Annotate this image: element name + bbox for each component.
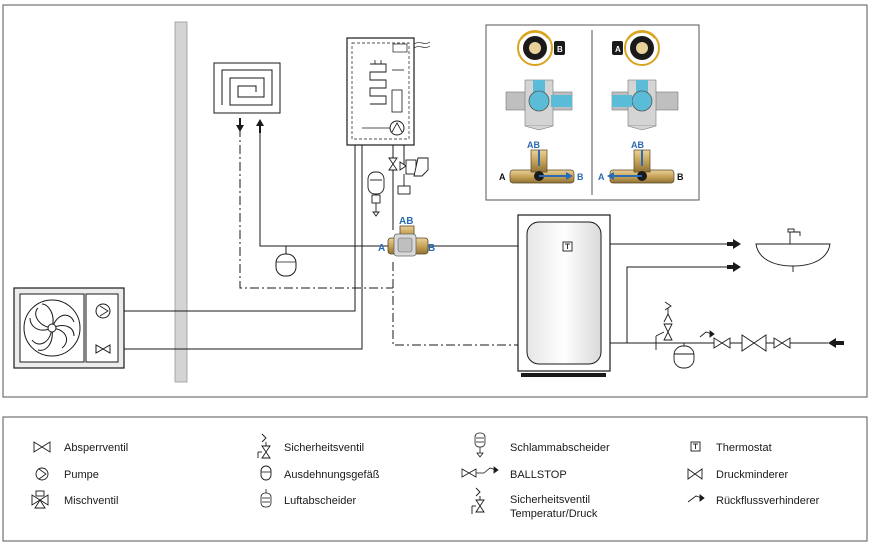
legend-rueckfluss: Rückflussverhinderer — [687, 494, 820, 507]
main-mixing-valve[interactable] — [387, 225, 429, 257]
pipes — [112, 128, 828, 350]
legend-label-luftabscheider: Luftabscheider — [284, 495, 356, 507]
legend-label-ausdehnungsgefaess: Ausdehnungsgefäß — [284, 469, 380, 481]
pipe-return-to-tank — [392, 262, 527, 346]
legend-label-sicherheitsventil: Sicherheitsventil — [284, 442, 364, 454]
legend-label-pumpe: Pumpe — [64, 469, 99, 481]
outlet-arrows — [727, 239, 844, 348]
return-pipes — [239, 128, 527, 346]
sink-icon — [755, 228, 831, 272]
knob-left-label: B — [557, 45, 563, 54]
check-valve-legend-icon — [687, 494, 705, 503]
knob-right[interactable]: A — [612, 30, 660, 66]
legend-label-rueckfluss: Rückflussverhinderer — [716, 495, 820, 507]
legend-absperrventil: Absperrventil — [33, 441, 128, 454]
legend-label-ballstop: BALLSTOP — [510, 469, 567, 481]
dirt-separator-legend-icon — [474, 432, 486, 458]
legend-thermostat: Thermostat — [690, 441, 772, 454]
legend-sicherheitsventil-td: Sicherheitsventil Temperatur/Druck — [471, 487, 598, 520]
legend-label-schlammabscheider: Schlammabscheider — [510, 442, 610, 454]
legend-sicherheitsventil: Sicherheitsventil — [257, 433, 364, 459]
legend-pumpe: Pumpe — [35, 467, 99, 481]
knob-left[interactable]: B — [517, 30, 565, 66]
legend-label-absperrventil: Absperrventil — [64, 442, 128, 454]
air-separator-icon — [367, 171, 385, 195]
pipe-heatpump-supply — [112, 145, 356, 312]
legend-frame — [2, 416, 868, 542]
inset-left-b: B — [577, 172, 584, 182]
knob-right-label: A — [615, 45, 621, 54]
main-port-a: A — [378, 243, 385, 254]
valve-section-left — [505, 79, 573, 131]
shutoff-valve-legend-icon — [33, 441, 51, 453]
floor-heating-coil — [213, 62, 281, 114]
inset-right-ab: AB — [631, 140, 644, 150]
legend-label-sicherheitsventil-td-1: Sicherheitsventil — [510, 494, 590, 506]
legend-luftabscheider: Luftabscheider — [260, 489, 356, 508]
legend-label-sicherheitsventil-td-2: Temperatur/Druck — [510, 508, 598, 520]
mixing-valve-legend-icon — [31, 490, 49, 509]
main-port-ab: AB — [399, 216, 413, 227]
pump-legend-icon — [35, 467, 49, 481]
inset-left-a: A — [499, 172, 506, 182]
legend-schlammabscheider: Schlammabscheider — [474, 432, 610, 458]
legend-label-druckminderer: Druckminderer — [716, 469, 788, 481]
safety-valve-group — [367, 157, 429, 217]
expansion-vessel-left — [275, 253, 297, 277]
pipe-floor-supply — [259, 128, 388, 247]
safety-valve-legend-icon — [257, 433, 271, 459]
valve-section-right — [611, 79, 679, 131]
inset-left-ab: AB — [527, 140, 540, 150]
cold-water-fittings — [655, 301, 791, 369]
valve-brass-right — [607, 149, 675, 184]
legend-druckminderer: Druckminderer — [687, 468, 788, 481]
pipe-floor-return — [239, 128, 393, 289]
legend-mischventil: Mischventil — [31, 490, 118, 509]
legend-ballstop: BALLSTOP — [461, 466, 567, 481]
thermostat-legend-icon — [690, 441, 701, 452]
expansion-vessel-legend-icon — [260, 465, 272, 481]
mixing-valve-inset: B AB A B A — [485, 24, 700, 201]
valve-brass-left — [509, 149, 575, 184]
legend-ausdehnungsgefaess: Ausdehnungsgefäß — [260, 465, 380, 481]
hot-water-tank — [517, 214, 611, 377]
temp-pressure-valve-legend-icon — [471, 487, 485, 514]
pipe-heatpump-lower — [112, 145, 363, 350]
heat-pump-unit — [13, 287, 125, 369]
flow-arrows-floor — [236, 118, 264, 133]
shutoff-valve-icon — [95, 344, 111, 354]
pressure-reducer-legend-icon — [687, 468, 703, 480]
inset-right-a: A — [598, 172, 605, 182]
fan-icon — [29, 303, 75, 351]
main-port-b: B — [428, 243, 435, 254]
legend: Absperrventil Pumpe Mischventil — [31, 432, 820, 520]
schematic-frame — [2, 4, 868, 398]
thermostat-icon — [562, 241, 573, 252]
boiler-unit — [346, 37, 431, 146]
legend-label-mischventil: Mischventil — [64, 495, 118, 507]
pump-icon — [95, 303, 111, 319]
wall — [174, 21, 188, 383]
legend-label-thermostat: Thermostat — [716, 442, 772, 454]
pipe-cold-branch — [626, 266, 727, 343]
ballstop-legend-icon — [461, 466, 499, 478]
inset-right-b: B — [677, 172, 684, 182]
air-separator-legend-icon — [260, 489, 272, 508]
